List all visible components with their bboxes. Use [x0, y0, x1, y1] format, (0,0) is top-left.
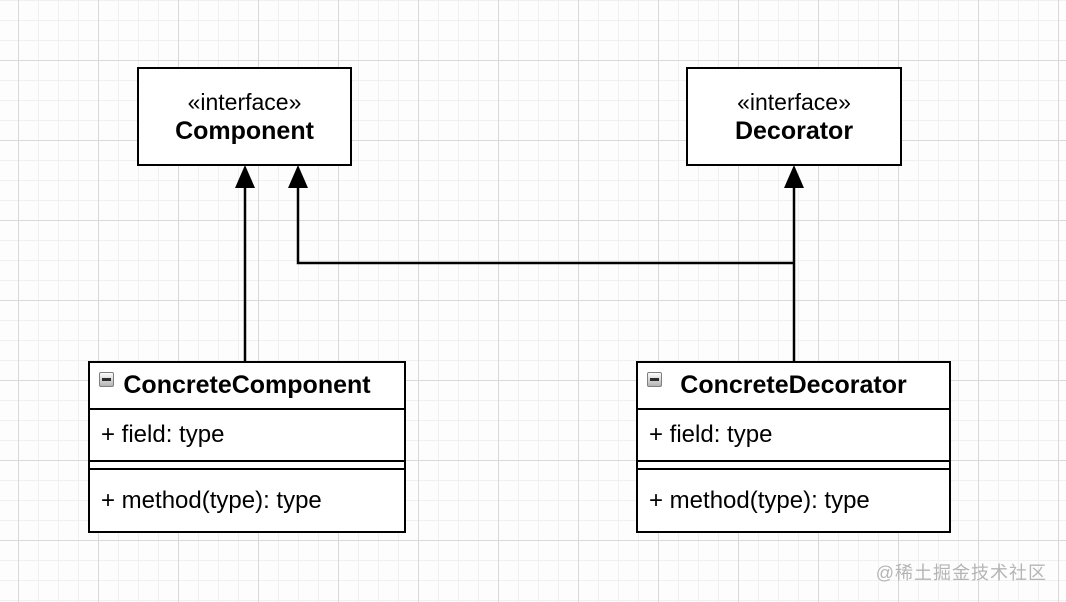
- generalization-arrowhead-icon: [235, 165, 255, 188]
- class-header: ConcreteComponent: [90, 363, 404, 410]
- class-name: ConcreteDecorator: [680, 371, 907, 399]
- interface-node-decorator: «interface» Decorator: [686, 67, 902, 166]
- generalization-arrowhead-icon: [784, 165, 804, 188]
- interface-name: Decorator: [734, 116, 854, 145]
- edge-line: [296, 186, 794, 265]
- minus-bar: [102, 378, 111, 381]
- stereotype-label: «interface»: [737, 88, 851, 115]
- interface-node-component: «interface» Component: [137, 67, 352, 166]
- field-row: + field: type: [638, 410, 949, 462]
- method-row: + method(type): type: [638, 468, 949, 531]
- generalization-arrowhead-icon: [288, 165, 308, 188]
- field-row: + field: type: [90, 410, 404, 462]
- interface-name: Component: [175, 116, 314, 145]
- class-node-concretecomponent: ConcreteComponent + field: type + method…: [88, 361, 406, 533]
- collapse-minus-icon: [99, 372, 114, 387]
- minus-bar: [650, 378, 659, 381]
- edge-concretedecorator-to-decorator: [784, 165, 804, 361]
- stereotype-label: «interface»: [187, 88, 302, 115]
- class-name: ConcreteComponent: [123, 371, 371, 399]
- class-node-concretedecorator: ConcreteDecorator + field: type + method…: [636, 361, 951, 533]
- watermark-text: @稀土掘金技术社区: [875, 563, 1047, 583]
- edge-concretecomponent-to-component: [235, 165, 255, 361]
- collapse-minus-icon: [647, 372, 662, 387]
- method-row: + method(type): type: [90, 468, 404, 531]
- class-header: ConcreteDecorator: [638, 363, 949, 410]
- edge-concretedecorator-to-component: [288, 165, 794, 265]
